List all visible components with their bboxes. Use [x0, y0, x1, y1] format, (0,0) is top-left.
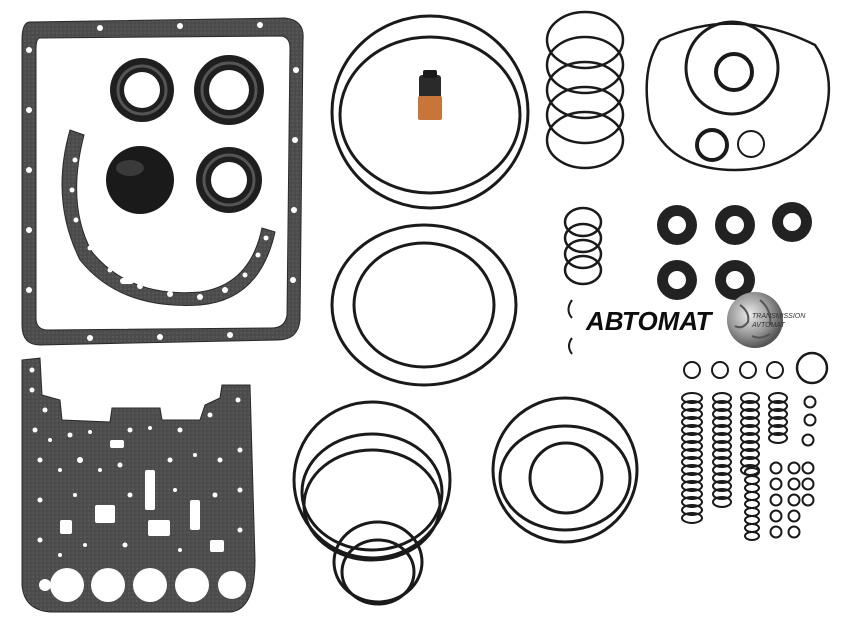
o-ring	[787, 461, 801, 475]
o-ring	[712, 440, 732, 452]
globe-continents	[734, 299, 772, 339]
o-ring	[744, 507, 760, 517]
o-ring	[681, 448, 703, 460]
o-ring	[681, 392, 703, 404]
o-ring	[768, 392, 788, 404]
logo-sub-text-2: AVTOMAT	[751, 322, 786, 329]
o-ring	[712, 392, 732, 404]
o-ring	[744, 483, 760, 493]
o-ring	[769, 525, 783, 539]
o-ring	[681, 408, 703, 420]
o-ring	[801, 461, 815, 475]
o-ring	[744, 523, 760, 533]
o-ring	[681, 480, 703, 492]
o-ring	[744, 531, 760, 541]
o-ring	[712, 480, 732, 492]
o-ring	[712, 448, 732, 460]
o-ring	[740, 440, 760, 452]
crescent-gasket	[61, 129, 276, 306]
o-ring	[681, 432, 703, 444]
o-ring-columns	[681, 392, 817, 541]
o-ring	[744, 491, 760, 501]
o-ring	[681, 456, 703, 468]
o-ring	[769, 461, 783, 475]
o-ring	[740, 400, 760, 412]
o-ring	[712, 408, 732, 420]
oil-pan-gasket	[21, 17, 304, 346]
o-ring	[744, 475, 760, 485]
o-ring	[712, 464, 732, 476]
large-o-rings	[292, 14, 639, 606]
o-ring	[744, 499, 760, 509]
o-ring	[744, 515, 760, 525]
o-ring	[712, 416, 732, 428]
rubber-plug	[106, 146, 174, 214]
o-ring	[681, 416, 703, 428]
o-ring	[768, 400, 788, 412]
o-ring	[712, 496, 732, 508]
o-ring	[681, 464, 703, 476]
o-ring	[712, 400, 732, 412]
shaft-seal	[110, 58, 174, 122]
shaft-seal	[196, 147, 262, 213]
o-ring	[801, 433, 815, 447]
small-o-rings	[683, 351, 829, 385]
brand-logo: АВТОМАТ TRANSMISSION AVTOMAT	[567, 292, 806, 355]
check-valve	[418, 70, 442, 120]
o-ring	[768, 432, 788, 444]
o-ring	[681, 496, 703, 508]
o-ring	[801, 493, 815, 507]
o-ring	[681, 512, 703, 524]
o-ring	[740, 448, 760, 460]
o-ring	[787, 477, 801, 491]
o-ring	[712, 424, 732, 436]
o-ring	[769, 509, 783, 523]
o-ring	[787, 493, 801, 507]
logo-sub-text: TRANSMISSION	[752, 313, 806, 320]
o-ring	[740, 456, 760, 468]
o-ring	[787, 509, 801, 523]
o-ring	[801, 477, 815, 491]
o-ring	[712, 488, 732, 500]
piston-seals	[657, 202, 812, 300]
o-ring	[768, 416, 788, 428]
o-ring	[681, 440, 703, 452]
o-ring	[768, 424, 788, 436]
o-ring	[681, 472, 703, 484]
o-ring	[712, 456, 732, 468]
o-ring	[681, 488, 703, 500]
o-ring	[740, 392, 760, 404]
o-ring	[769, 477, 783, 491]
pump-gasket	[645, 20, 831, 172]
o-ring	[803, 413, 817, 427]
o-ring	[787, 525, 801, 539]
o-ring	[712, 472, 732, 484]
o-ring	[712, 432, 732, 444]
o-ring	[769, 493, 783, 507]
o-ring	[681, 424, 703, 436]
o-ring	[740, 408, 760, 420]
o-ring	[681, 504, 703, 516]
o-ring	[740, 416, 760, 428]
shaft-seal	[194, 55, 264, 125]
o-ring	[740, 432, 760, 444]
o-ring	[803, 395, 817, 409]
o-ring	[681, 400, 703, 412]
valve-body-gasket	[21, 357, 256, 613]
o-ring	[768, 408, 788, 420]
logo-main-text: АВТОМАТ	[585, 306, 713, 336]
o-ring	[740, 424, 760, 436]
sealing-ring-stack	[545, 10, 625, 170]
small-ring-stack	[563, 206, 603, 286]
